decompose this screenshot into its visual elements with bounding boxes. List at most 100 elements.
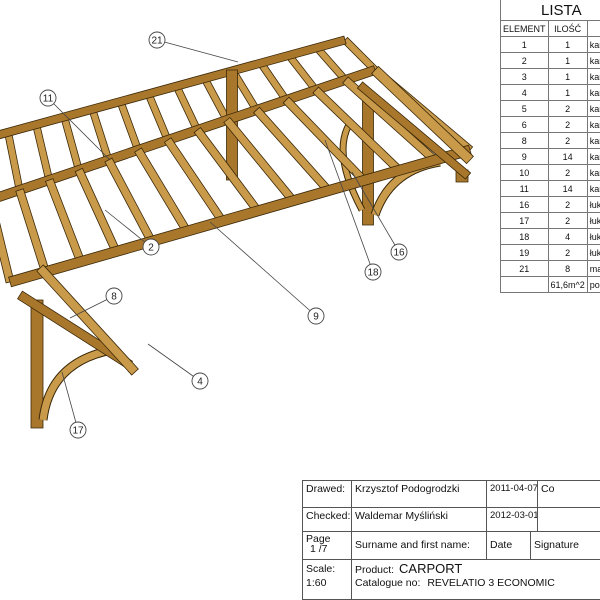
rafter-front [312,86,403,174]
drawed-date-cell: 2011-04-07 [486,480,538,508]
rafter-back [200,76,231,123]
parts-list-body: 11kar21kar31kar41kar52kar62kar82kar914ka… [500,36,600,293]
rafter-front [44,178,86,264]
callout-bubble [69,421,87,439]
part-description: ma [586,260,600,277]
part-quantity: 14 [547,148,588,165]
page-cell: Page 1 /7 [302,531,352,560]
callout-bubble [191,372,209,390]
checked-label-cell: Checked: [302,507,352,532]
callout-bubble [39,89,57,107]
callout-leader [351,171,400,253]
scale-cell: Scale: 1:60 [302,559,352,600]
parts-row: 914kar [500,148,600,165]
callout-bubble [307,307,325,325]
callout-label: 9 [313,312,319,323]
callout-label: 17 [72,426,84,437]
back-plate [0,35,347,140]
gable-rafter-right [371,65,474,165]
part-quantity: 2 [547,212,588,229]
parts-row: 192łuk [500,244,600,261]
part-element: 16 [500,196,549,213]
part-quantity: 4 [547,228,588,245]
rafter-back [172,84,202,133]
callout-bubble [148,31,166,49]
product-label: Product: [355,564,395,576]
parts-list-title: LISTA [499,0,600,21]
gable-rafter-left [36,264,139,376]
part-description: kar [586,100,600,117]
part-element: 2 [500,52,549,69]
parts-row: 11kar [500,36,600,53]
signature-cell: Signature [530,531,600,560]
rafter-back [116,99,142,152]
callout-label: 4 [197,377,203,388]
parts-row: 184łuk [500,228,600,245]
header-description [586,20,600,37]
callout-leader [156,39,239,63]
parts-row: 52kar [500,100,600,117]
checked-date-cell: 2012-03-01 [486,507,538,532]
part-quantity: 1 [547,68,588,85]
checked-name: Waldemar Myśliński [355,510,448,522]
surname-cell: Surname and first name: [351,531,487,560]
parts-list-table: LISTA ELEMENT ILOŚĆ 11kar21kar31kar41kar… [499,0,600,293]
callout-label: 18 [367,268,379,279]
part-element: 1 [500,36,549,53]
header-quantity: ILOŚĆ [547,20,588,37]
callout-bubble [142,238,160,256]
part-element [500,276,549,293]
surname-label: Surname and first name: [355,539,470,551]
part-description: łuk [586,212,600,229]
part-element: 4 [500,84,549,101]
part-description: kar [586,52,600,69]
part-element: 3 [500,68,549,85]
drawed-label: Drawed: [306,483,346,495]
rafter-back [4,131,24,192]
callout-label: 2 [148,243,154,254]
part-quantity: 2 [547,164,588,181]
brace-front-left-fill [39,346,113,421]
title-block: Drawed: Krzysztof Podogrodzki 2011-04-07… [302,480,600,600]
part-quantity: 14 [547,180,588,197]
part-quantity: 1 [547,84,588,101]
rafter-front [15,188,50,274]
part-description: kar [586,84,600,101]
parts-row: 62kar [500,116,600,133]
rafter-front [74,167,121,254]
parts-row: 172łuk [500,212,600,229]
corner-cell: Co [537,480,600,508]
part-description: kar [586,180,600,197]
callout-label: 8 [111,292,117,303]
part-quantity: 2 [547,244,588,261]
product-cell: Product: CARPORT Catalogue no: REVELATIO… [351,559,600,600]
part-element: 11 [500,180,549,197]
drawed-label-cell: Drawed: [302,480,352,508]
part-description: kar [586,148,600,165]
callout-label: 21 [151,36,163,47]
rafter-back [60,115,83,172]
part-description: kar [586,36,600,53]
page-label: Page [306,533,331,545]
part-element: 6 [500,116,549,133]
parts-row: 31kar [500,68,600,85]
parts-row: 218ma [500,260,600,277]
part-element: 18 [500,228,549,245]
drawed-name-cell: Krzysztof Podogrodzki [351,480,487,508]
corner-text: Co [541,483,555,495]
rafter-back [88,107,113,162]
rafter-front [0,222,15,284]
product-value: CARPORT [399,561,463,576]
parts-row: 41kar [500,84,600,101]
callout-leader [147,343,201,382]
header-element: ELEMENT [500,20,549,37]
part-quantity: 1 [547,52,588,69]
catalogue-label: Catalogue no: [355,577,421,589]
callout-bubble [105,287,123,305]
part-quantity: 1 [547,36,588,53]
part-description: kar [586,68,600,85]
part-element: 21 [500,260,549,277]
